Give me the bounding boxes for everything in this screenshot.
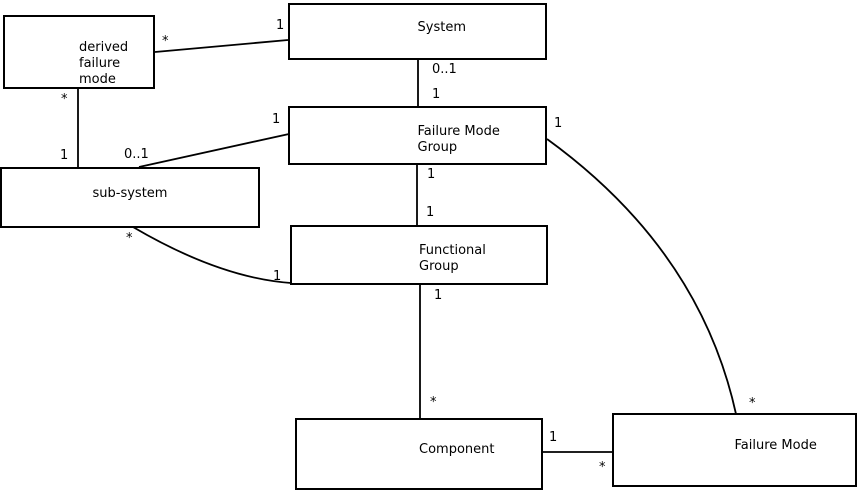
edge-sub-system-functional-group — [132, 226, 292, 284]
node-label-line: Functional — [419, 243, 486, 258]
multiplicity-failure-mode-group-system: 1 — [432, 87, 441, 102]
edge-derived-failure-mode-system — [154, 39, 289, 53]
multiplicity-system-derived-failure-mode: 1 — [276, 18, 285, 33]
node-component: Component — [295, 418, 543, 490]
node-derived-failure-mode-label: derived failure mode — [79, 40, 128, 88]
node-label-line: Failure Mode — [417, 123, 500, 139]
multiplicity-functional-group-failure-mode-group: 1 — [426, 205, 435, 220]
node-label-line: failure — [79, 56, 121, 71]
multiplicity-derived-failure-mode-sub-system: * — [61, 92, 68, 107]
multiplicity-sub-system-failure-mode-group: 0..1 — [124, 147, 149, 162]
node-failure-mode-label: Failure Mode — [735, 438, 817, 454]
multiplicity-failure-mode-component: * — [599, 460, 606, 475]
multiplicity-failure-mode-group-functional-group: 1 — [427, 167, 436, 182]
multiplicity-failure-mode-group-failure-mode: 1 — [554, 116, 563, 131]
node-sub-system-label: sub-system — [2, 186, 258, 202]
multiplicity-derived-failure-mode-system: * — [162, 34, 169, 49]
node-label-line: Failure Mode — [734, 438, 817, 453]
node-label-line: mode — [79, 72, 116, 87]
node-failure-mode-group: Failure Mode Group — [288, 106, 547, 165]
multiplicity-system-failure-mode-group: 0..1 — [432, 62, 457, 77]
multiplicity-functional-group-sub-system: 1 — [273, 269, 282, 284]
node-failure-mode: Failure Mode — [612, 413, 857, 487]
node-system: System — [288, 3, 547, 60]
multiplicity-failure-mode-failure-mode-group: * — [749, 396, 756, 411]
node-label-line: Group — [417, 139, 458, 155]
node-component-label: Component — [419, 442, 494, 458]
node-label-line: derived — [79, 40, 129, 55]
node-sub-system: sub-system — [0, 167, 260, 228]
multiplicity-component-failure-mode: 1 — [549, 430, 558, 445]
multiplicity-component-functional-group: * — [430, 395, 437, 410]
edge-failure-mode-group-failure-mode — [546, 138, 737, 415]
node-label-line: System — [417, 19, 466, 35]
edge-sub-system-failure-mode-group — [138, 133, 290, 168]
node-label-line: sub-system — [92, 185, 168, 201]
node-functional-group-label: Functional Group — [419, 243, 486, 275]
node-functional-group: Functional Group — [290, 225, 548, 285]
multiplicity-sub-system-functional-group: * — [126, 231, 133, 246]
multiplicity-functional-group-component: 1 — [434, 288, 443, 303]
node-system-label: System — [418, 20, 466, 36]
multiplicity-failure-mode-group-sub-system: 1 — [272, 112, 281, 127]
multiplicity-sub-system-derived-failure-mode: 1 — [60, 148, 69, 163]
node-label-line: Group — [419, 259, 459, 274]
node-label-line: Component — [419, 442, 495, 457]
node-failure-mode-group-label: Failure Mode Group — [418, 124, 500, 156]
node-derived-failure-mode: derived failure mode — [3, 15, 155, 89]
